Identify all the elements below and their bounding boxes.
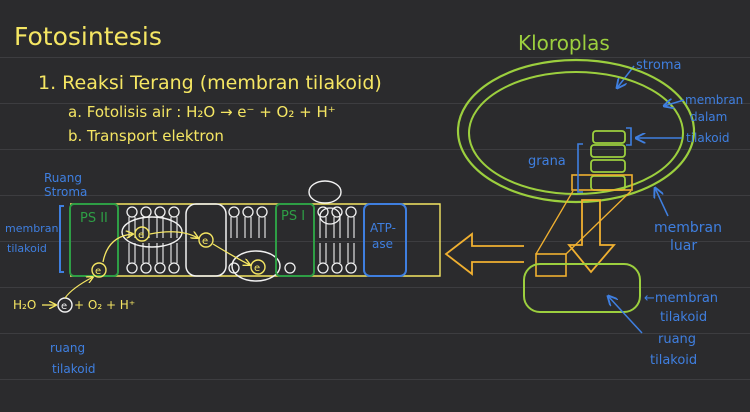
zoom-line-left <box>535 190 574 255</box>
page-title: Fotosintesis <box>14 22 162 51</box>
membran-dalam-arrow <box>664 100 685 106</box>
label-chloro-ruang-tilakoid-2: tilakoid <box>650 353 697 368</box>
label-membran-luar-1: membran <box>654 220 722 236</box>
zoom-arrow-down <box>567 199 616 274</box>
label-ruang-stroma-2: Stroma <box>44 185 87 199</box>
stroma-arrow <box>617 65 635 88</box>
atpase-label-2: ase <box>372 237 393 251</box>
lipid-row-top <box>126 206 357 218</box>
label-membran-tilakoid-1: ←membran <box>644 291 718 306</box>
label-membran-dalam-2: dalam <box>690 110 727 124</box>
label-membran-dalam-1: membran <box>685 93 743 107</box>
photolysis-products: + O₂ + H⁺ <box>74 298 135 312</box>
membran-luar-arrow <box>655 188 669 217</box>
inner-membrane <box>468 71 684 195</box>
label-stroma: stroma <box>636 58 682 73</box>
point-1a: a. Fotolisis air : H₂O → e⁻ + O₂ + H⁺ <box>68 103 336 121</box>
photolysis-h2o: H₂O <box>13 298 36 312</box>
label-ruang-tilakoid-2: tilakoid <box>52 362 96 376</box>
point-1: 1. Reaksi Terang (membran tilakoid) <box>38 72 382 94</box>
arrow-to-membrane <box>444 232 524 276</box>
label-ruang-tilakoid-1: ruang <box>50 341 85 355</box>
thylakoid-zoom <box>523 263 641 313</box>
electron-4 <box>250 259 266 275</box>
label-tilakoid: tilakoid <box>686 131 730 145</box>
photolysis-electron-label: e <box>61 301 67 312</box>
carrier-ellipse-2 <box>231 250 281 282</box>
label-grana: grana <box>528 154 566 169</box>
atpase-label-1: ATP- <box>370 221 396 235</box>
cytochrome-box <box>185 203 227 277</box>
ruang-tilakoid-arrow <box>608 296 643 334</box>
ferredoxin-lower <box>319 207 341 225</box>
psi-label: PS I <box>281 209 305 224</box>
electron-markers: e e e e <box>91 226 266 278</box>
grana-bracket <box>577 143 583 193</box>
label-membran-1: membran <box>5 222 58 235</box>
zoom-line-right <box>565 190 632 255</box>
grana-stack <box>590 130 626 191</box>
electron-to-psii-arrow <box>64 277 93 299</box>
label-chloro-ruang-tilakoid-1: ruang <box>658 332 696 347</box>
electron-2 <box>134 226 150 242</box>
electron-2-label: e <box>138 230 144 241</box>
label-membran-luar-2: luar <box>670 238 697 254</box>
kloroplas-title: Kloroplas <box>518 31 610 55</box>
ferredoxin-top <box>308 180 342 204</box>
membrane-bracket <box>59 205 64 273</box>
electron-3 <box>198 232 214 248</box>
atpase-box <box>363 203 407 277</box>
psii-label: PS II <box>80 211 108 226</box>
electron-flow <box>102 232 250 265</box>
label-membran-tilakoid-2: tilakoid <box>660 310 707 325</box>
label-membran-2: tilakoid <box>7 242 47 255</box>
grana-highlight <box>571 174 633 191</box>
lipid-row-bottom <box>126 262 357 274</box>
membrane-band <box>70 203 441 277</box>
lipid-tails-top <box>128 217 355 238</box>
psi-box <box>275 203 315 277</box>
outer-membrane <box>456 58 696 204</box>
label-ruang-stroma-1: Ruang <box>44 171 82 185</box>
electron-3-label: e <box>202 236 208 247</box>
electron-1-label: e <box>95 266 101 277</box>
electron-4-label: e <box>254 263 260 274</box>
tilakoid-bracket <box>626 127 632 146</box>
point-1b: b. Transport elektron <box>68 127 224 145</box>
electron-1 <box>91 262 107 278</box>
